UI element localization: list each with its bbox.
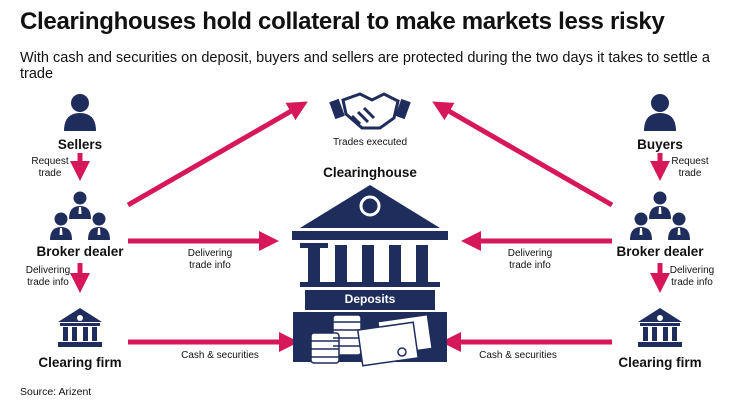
coins-icon <box>310 314 362 364</box>
buyers-icon <box>644 94 676 131</box>
broker-dealer-right-icon <box>630 191 690 240</box>
broker-dealer-left-icon <box>50 191 110 240</box>
sellers-icon <box>64 94 96 131</box>
clearing-firm-left-label: Clearing firm <box>38 355 122 370</box>
deposits-label: Deposits <box>344 292 396 306</box>
clearing-firm-right-icon <box>638 308 682 347</box>
trades-executed-label: Trades executed <box>332 137 408 148</box>
flow-cash-left: Cash & securities <box>181 350 259 361</box>
text: trade info <box>671 277 713 288</box>
text: Delivering <box>187 248 233 259</box>
text: Delivering <box>669 265 715 276</box>
page-subtitle: With cash and securities on deposit, buy… <box>20 50 710 82</box>
text: trade info <box>509 260 551 271</box>
text: trade info <box>189 260 231 271</box>
source-note: Source: Arizent <box>20 386 92 398</box>
clearinghouse-label: Clearinghouse <box>323 165 417 180</box>
clearing-firm-right-label: Clearing firm <box>618 355 702 370</box>
text: Delivering <box>507 248 553 259</box>
broker-dealer-left-label: Broker dealer <box>36 244 124 259</box>
page-title: Clearinghouses hold collateral to make m… <box>20 8 665 35</box>
sellers-label: Sellers <box>57 137 103 152</box>
text: trade <box>678 168 702 179</box>
flow-cash-right: Cash & securities <box>479 350 557 361</box>
flow-arrows <box>70 101 670 352</box>
certificates-icon <box>356 313 433 367</box>
buyers-label: Buyers <box>637 137 683 152</box>
broker-dealer-right-label: Broker dealer <box>616 244 704 259</box>
clearing-firm-left-icon <box>58 308 102 347</box>
handshake-icon <box>329 92 411 130</box>
text: trade <box>38 168 62 179</box>
text: Request <box>671 156 709 167</box>
text: trade info <box>27 277 69 288</box>
text: Delivering <box>25 265 71 276</box>
text: Request <box>31 156 69 167</box>
